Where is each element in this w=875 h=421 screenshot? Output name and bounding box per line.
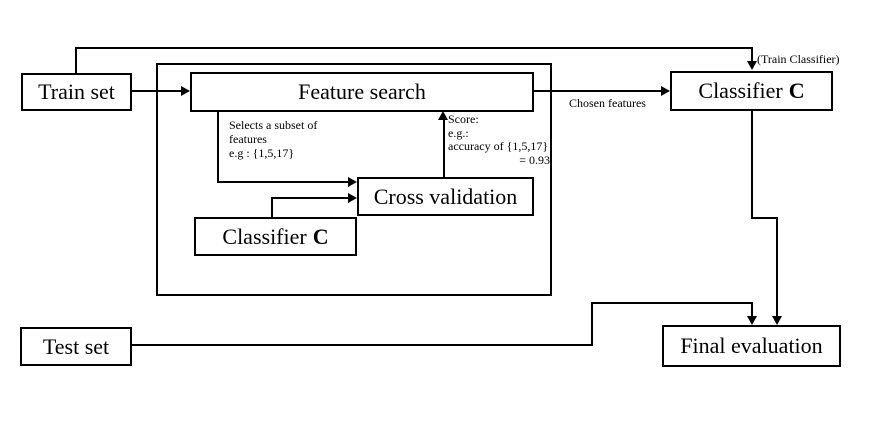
classifier-to-final-line-h bbox=[751, 217, 778, 219]
classifier-to-crossval-line-v bbox=[271, 197, 273, 218]
arrowhead-into-classifier-top bbox=[747, 61, 757, 70]
test-set-label: Test set bbox=[42, 333, 110, 359]
test-to-final-line-h1 bbox=[132, 344, 593, 346]
train-classifier-annotation: (Train Classifier) bbox=[757, 52, 840, 66]
feature-search-to-crossval-line-v bbox=[217, 111, 219, 183]
final-evaluation-label: Final evaluation bbox=[680, 333, 823, 358]
train-to-classifier-line-v1 bbox=[75, 47, 77, 74]
classifier-to-crossval-line-h bbox=[271, 197, 349, 199]
train-to-classifier-line-v2 bbox=[751, 47, 753, 63]
cross-validation-label: Cross validation bbox=[373, 183, 518, 209]
classifier-box: Classifier C bbox=[670, 71, 833, 111]
cross-validation-box: Cross validation bbox=[357, 177, 534, 216]
crossval-to-feature-search-score-line bbox=[443, 119, 445, 177]
subset-annotation: Selects a subset of features e.g : {1,5,… bbox=[229, 118, 317, 160]
train-to-feature-search-line bbox=[132, 90, 182, 92]
test-set-box: Test set bbox=[20, 327, 132, 366]
train-to-classifier-line-h bbox=[75, 47, 753, 49]
inner-classifier-box: Classifier C bbox=[194, 217, 357, 256]
subset-annotation-line1: Selects a subset of bbox=[229, 118, 318, 132]
test-to-final-line-v2 bbox=[751, 302, 753, 317]
score-annotation-line4: = 0.93 bbox=[519, 152, 550, 167]
score-annotation-line3: accuracy of {1,5,17} bbox=[448, 139, 549, 153]
subset-annotation-line2: features bbox=[229, 132, 267, 146]
arrowhead-into-feature-search-bottom bbox=[438, 111, 448, 120]
arrowhead-into-crossval-subset bbox=[348, 177, 357, 187]
classifier-label: Classifier bbox=[698, 78, 783, 103]
feature-search-loop-frame bbox=[156, 63, 552, 296]
arrowhead-into-final-from-classifier bbox=[772, 316, 782, 325]
feature-search-label: Feature search bbox=[298, 79, 426, 104]
arrowhead-into-final-from-test bbox=[747, 316, 757, 325]
subset-annotation-line3: e.g : {1,5,17} bbox=[229, 146, 295, 160]
arrowhead-into-feature-search bbox=[181, 86, 190, 96]
score-annotation-line2: e.g.: bbox=[448, 125, 469, 140]
arrowhead-into-crossval-classifier bbox=[348, 193, 357, 203]
feature-search-to-crossval-line-h bbox=[217, 181, 349, 183]
arrowhead-into-classifier-left bbox=[661, 86, 670, 96]
inner-classifier-label: Classifier bbox=[222, 223, 307, 249]
feature-search-to-classifier-line bbox=[533, 90, 662, 92]
final-evaluation-box: Final evaluation bbox=[662, 325, 841, 367]
classifier-to-final-line-v1 bbox=[751, 111, 753, 219]
test-to-final-line-v1 bbox=[591, 302, 593, 346]
score-annotation-line1: Score: bbox=[448, 112, 479, 126]
score-annotation: Score: e.g.: accuracy of {1,5,17} = 0.93 bbox=[448, 112, 550, 167]
feature-search-box: Feature search bbox=[190, 72, 534, 112]
train-set-label: Train set bbox=[38, 79, 115, 104]
classifier-label-c: C bbox=[788, 78, 805, 103]
classifier-to-final-line-v2 bbox=[776, 217, 778, 318]
inner-classifier-label-c: C bbox=[312, 223, 329, 249]
chosen-features-annotation: Chosen features bbox=[569, 96, 646, 110]
train-set-box: Train set bbox=[21, 73, 132, 111]
test-to-final-line-h2 bbox=[591, 302, 753, 304]
